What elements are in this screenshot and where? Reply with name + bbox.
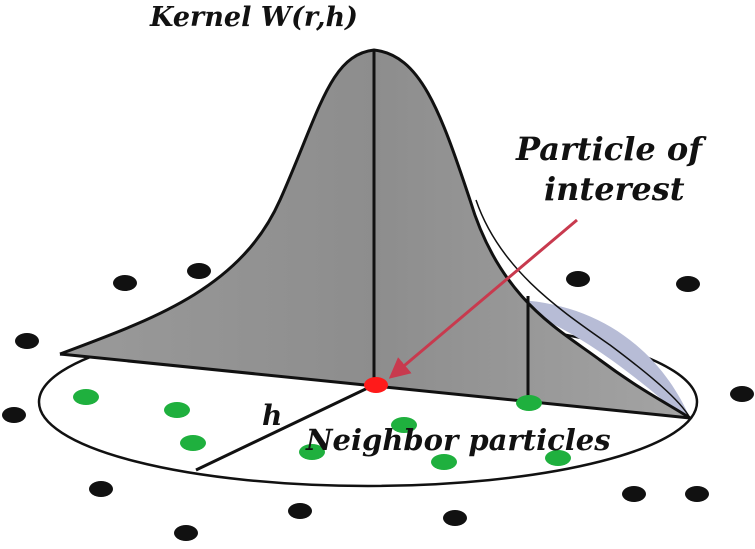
particle-label-line2: interest	[544, 170, 685, 208]
outside-particle	[443, 510, 467, 526]
kernel-bell-outline	[59, 48, 691, 420]
neighbor-particle	[180, 435, 206, 451]
neighbor-particle	[164, 402, 190, 418]
neighbor-particle	[516, 395, 542, 411]
kernel-back-edge	[475, 199, 691, 419]
neighbor-particle	[431, 454, 457, 470]
kernel-label: Kernel W(r,h)	[149, 2, 358, 33]
outside-particle	[622, 486, 646, 502]
particle-label-line1: Particle of	[515, 130, 707, 168]
outside-particle	[15, 333, 39, 349]
outside-particle	[113, 275, 137, 291]
neighbor-particles-group	[73, 389, 571, 470]
particle-arrow	[388, 218, 578, 379]
outside-particle	[685, 486, 709, 502]
neighbor-particles-label: Neighbor particles	[305, 423, 611, 457]
radius-h-label: h	[262, 399, 282, 432]
neighbor-particle	[545, 450, 571, 466]
radius-h-line	[195, 383, 375, 472]
outside-particle	[89, 481, 113, 497]
neighbor-particle	[391, 417, 417, 433]
outside-particle	[730, 386, 754, 402]
neighbor-particle	[73, 389, 99, 405]
outside-particle	[174, 525, 198, 541]
outside-particle	[2, 407, 26, 423]
outside-particle	[288, 503, 312, 519]
outside-particle	[566, 271, 590, 287]
outside-particles-group	[2, 263, 754, 541]
outside-particle	[676, 276, 700, 292]
particle-of-interest-dot	[364, 377, 388, 393]
outside-particle	[187, 263, 211, 279]
neighbor-particle	[299, 444, 325, 460]
